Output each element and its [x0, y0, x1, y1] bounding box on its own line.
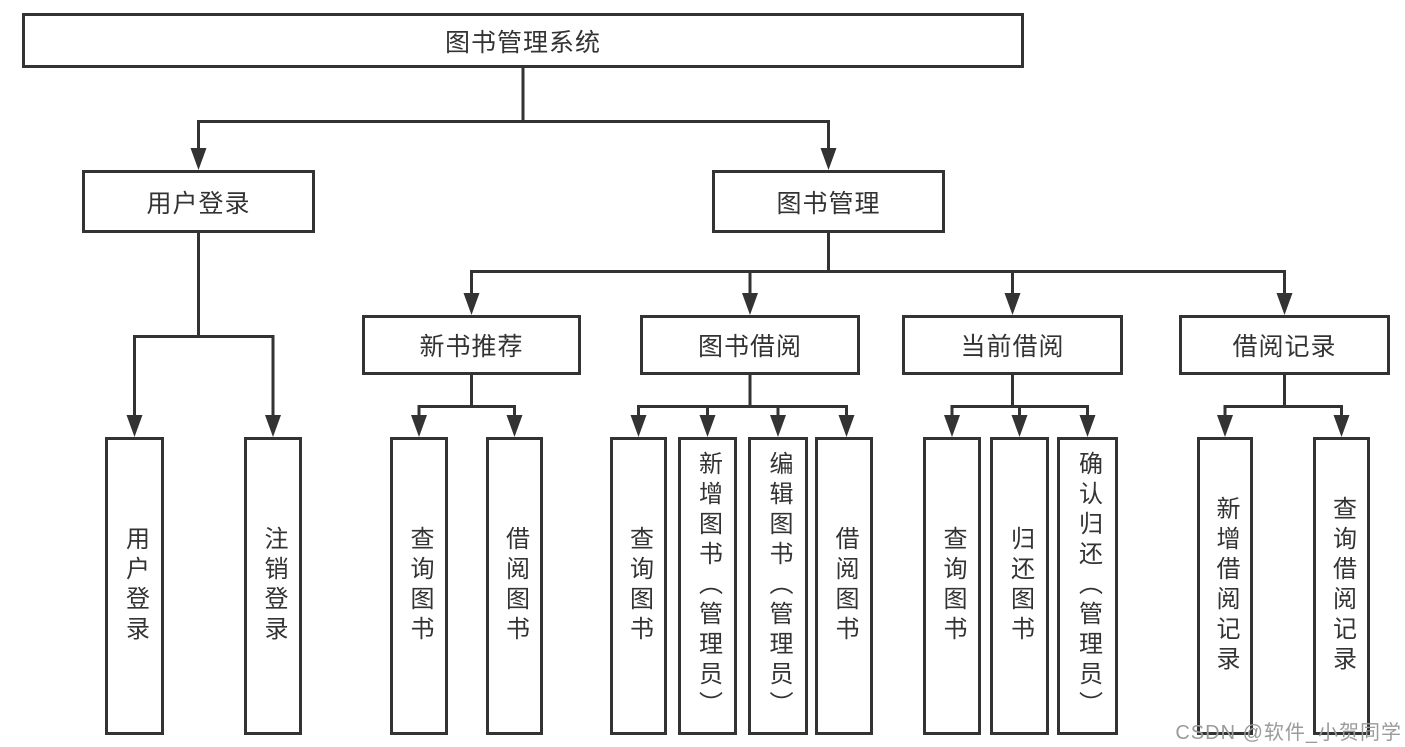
node-label: 注销登录	[260, 526, 287, 646]
node-label: 查询借阅记录	[1328, 496, 1356, 676]
node-label: 新书推荐	[419, 333, 524, 361]
node-label: 用户登录	[146, 189, 251, 218]
node-label: 图书管理	[776, 189, 881, 218]
connector-root-to-level2	[197, 68, 830, 150]
node-label: 新增图书（管理员）	[694, 451, 722, 721]
node-query-books-borrowing: 查询图书	[610, 437, 667, 735]
node-borrow-books-recommend: 借阅图书	[486, 437, 543, 735]
node-edit-books-admin: 编辑图书（管理员）	[748, 437, 808, 735]
node-add-books-admin: 新增图书（管理员）	[678, 437, 737, 735]
node-label: 查询图书	[939, 526, 966, 646]
node-add-borrow-record: 新增借阅记录	[1197, 437, 1253, 735]
connector-book-borrow-branch	[637, 375, 848, 417]
arrowheads-level2	[190, 148, 837, 170]
node-label: 归还图书	[1006, 526, 1034, 646]
node-query-books-current: 查询图书	[923, 437, 981, 735]
node-current-borrowing: 当前借阅	[902, 315, 1123, 375]
node-label: 借阅图书	[831, 526, 858, 646]
node-borrow-books-leaf: 借阅图书	[815, 437, 873, 735]
node-label: 借阅图书	[501, 526, 529, 646]
node-user-login-leaf: 用户登录	[105, 437, 164, 735]
node-label: 新增借阅记录	[1212, 496, 1239, 676]
node-user-login-branch: 用户登录	[82, 170, 315, 233]
node-query-borrow-record: 查询借阅记录	[1313, 437, 1370, 735]
connector-current-borrow-branch	[950, 375, 1089, 417]
node-label: 图书管理系统	[444, 28, 601, 57]
node-query-books-recommend: 查询图书	[390, 437, 448, 735]
node-new-book-recommendation: 新书推荐	[362, 315, 581, 375]
csdn-watermark: CSDN @软件_小贺同学	[1175, 722, 1402, 744]
node-label: 查询图书	[406, 526, 433, 646]
connector-login-branch	[133, 233, 275, 417]
node-library-management-system: 图书管理系统	[22, 13, 1024, 68]
node-label: 用户登录	[121, 526, 149, 646]
node-label: 查询图书	[625, 526, 653, 646]
node-confirm-return-admin: 确认归还（管理员）	[1057, 437, 1118, 735]
connector-borrow-record-branch	[1223, 375, 1343, 417]
connector-new-book-branch	[417, 375, 516, 417]
node-label: 当前借阅	[960, 333, 1065, 361]
node-return-books: 归还图书	[990, 437, 1049, 735]
node-label: 编辑图书（管理员）	[765, 451, 792, 721]
node-label: 图书借阅	[697, 333, 802, 361]
arrowheads-sections	[463, 293, 1293, 315]
node-logout-leaf: 注销登录	[244, 437, 302, 735]
connector-management-to-sections	[470, 233, 1286, 295]
node-book-management-branch: 图书管理	[712, 170, 945, 233]
arrowheads-leaves	[126, 415, 1350, 437]
node-label: 借阅记录	[1232, 333, 1337, 361]
node-borrowing-records: 借阅记录	[1179, 315, 1390, 375]
node-label: 确认归还（管理员）	[1074, 451, 1102, 721]
node-book-borrowing: 图书借阅	[640, 315, 860, 375]
